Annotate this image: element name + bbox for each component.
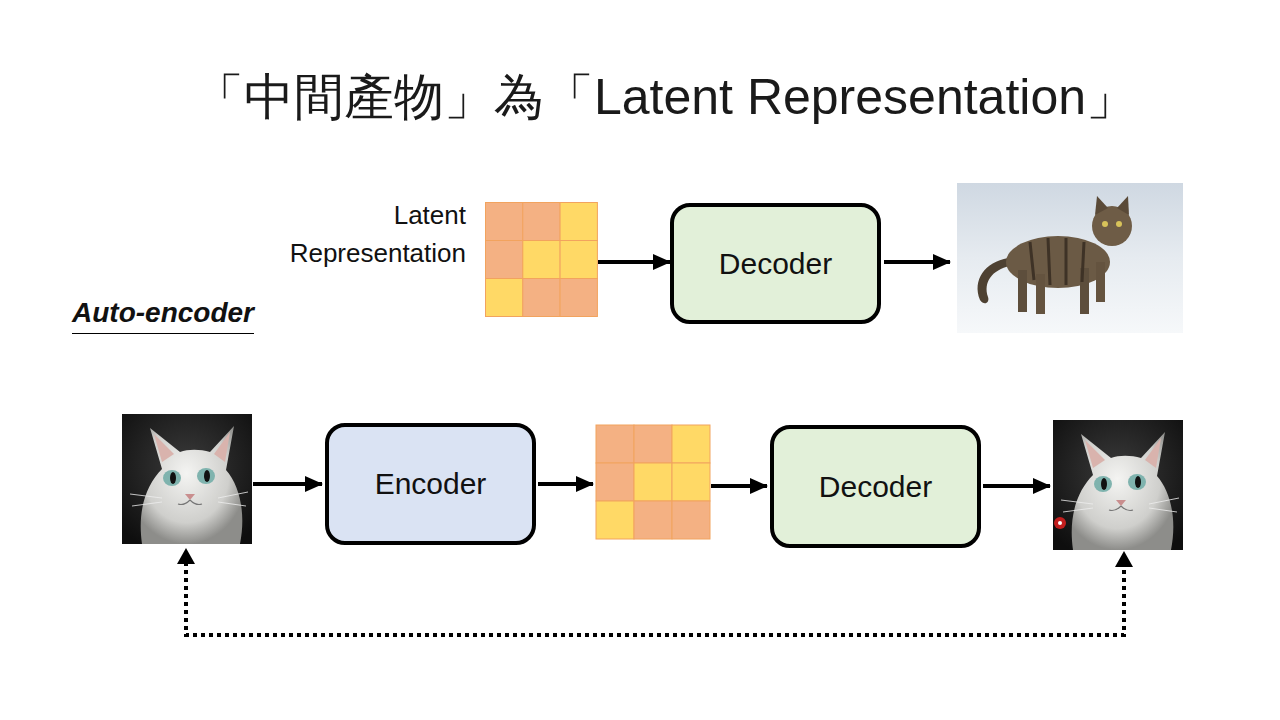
latent-label: Latent Representation (261, 196, 466, 272)
output-cat-image (1053, 420, 1183, 550)
box-label: Decoder (819, 469, 932, 505)
process-box: Decoder (670, 203, 881, 324)
cat-photo (957, 183, 1183, 333)
loop-arrowhead (177, 548, 195, 564)
process-box: Encoder (325, 423, 536, 545)
output-arrow (983, 484, 1050, 488)
slide-title: 「中間產物」為「Latent Representation」 (0, 62, 1280, 132)
input-arrow (253, 482, 322, 486)
decode-arrow (711, 484, 767, 488)
loop-arrowhead (1115, 551, 1133, 567)
process-box: Decoder (770, 425, 981, 548)
box-label: Encoder (375, 466, 487, 502)
encode-arrow (538, 482, 593, 486)
pointer-dot-center (1058, 521, 1062, 525)
latent-representation: Latent Representation (255, 196, 598, 328)
section-label: Auto-encoder (72, 296, 254, 334)
latent-grid (596, 425, 710, 539)
output-arrow (884, 260, 950, 264)
box-label: Decoder (719, 246, 832, 282)
latent-grid (485, 202, 598, 317)
flow-arrow (598, 260, 670, 264)
reconstruction-loop (186, 562, 1124, 635)
input-cat-image (122, 414, 252, 544)
pointer-dot (1054, 517, 1066, 529)
